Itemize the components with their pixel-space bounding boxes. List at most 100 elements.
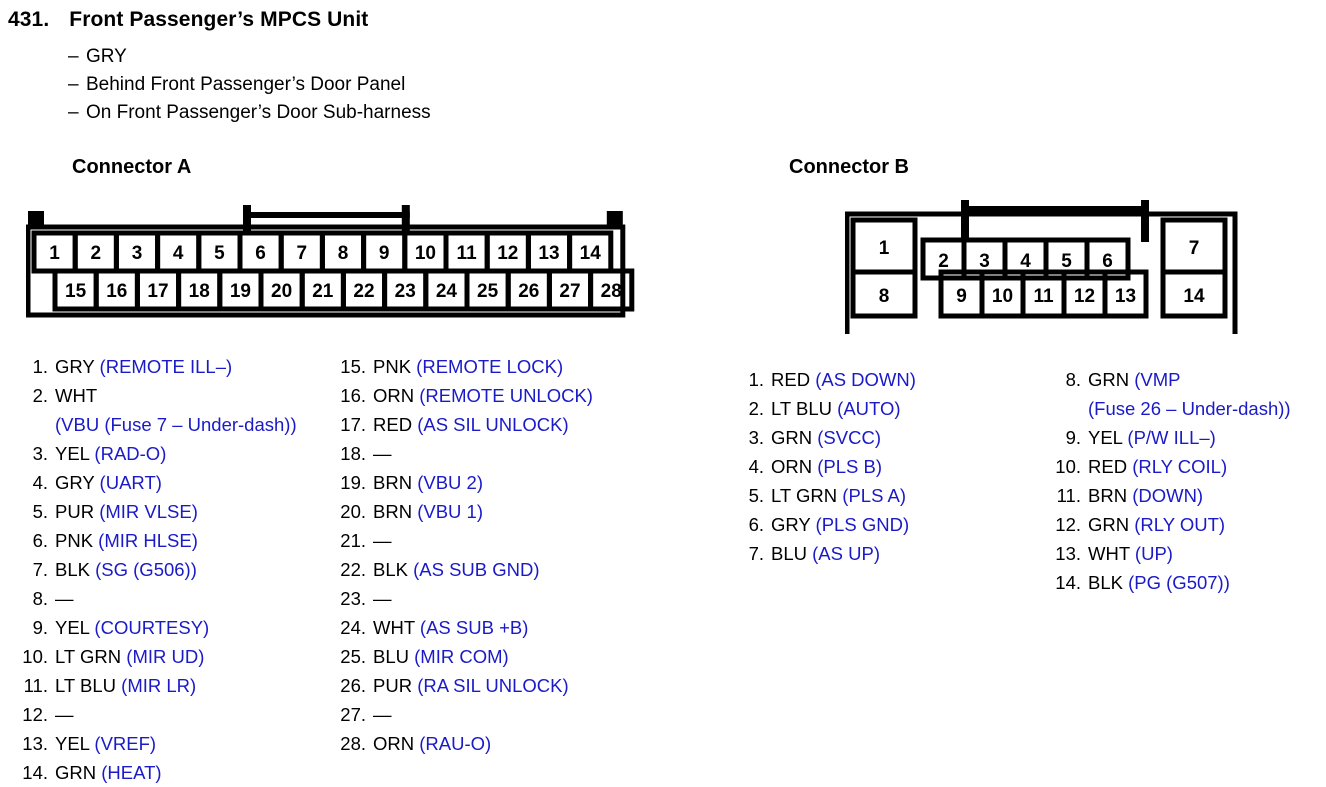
pin-number-label: 9 <box>379 243 390 264</box>
pin-number: 12. <box>1055 514 1081 535</box>
pin-row: 21.— <box>332 526 593 555</box>
pin-number: 6. <box>32 530 48 551</box>
pin-body: YEL (RAD-O) <box>55 439 166 468</box>
pin-body: YEL (VREF) <box>55 729 156 758</box>
pin-number: 27. <box>340 704 366 725</box>
pin-wire-color: ORN <box>373 733 415 754</box>
pin-number: 18. <box>340 443 366 464</box>
pin-wire-color: BLK <box>1088 572 1123 593</box>
pin-number: 24. <box>340 617 366 638</box>
pin-signal-name: (RA SIL UNLOCK) <box>412 675 569 696</box>
pin-number: 1. <box>32 356 48 377</box>
connector-latch-bar <box>606 211 623 229</box>
pin-number: 3. <box>32 443 48 464</box>
pin-body: GRY (PLS GND) <box>771 510 909 539</box>
pin-signal-name: (REMOTE LOCK) <box>411 356 564 377</box>
pin-body: BLU (MIR COM) <box>373 642 509 671</box>
pin-wire-color: PNK <box>55 530 94 551</box>
connector-latch-bar <box>243 212 410 218</box>
pin-number: 10. <box>1055 456 1081 477</box>
pin-signal-name: (RLY OUT) <box>1129 514 1226 535</box>
pin-body: RED (RLY COIL) <box>1088 452 1227 481</box>
pin-wire-color: PUR <box>55 501 95 522</box>
pin-row: 22.BLK (AS SUB GND) <box>332 555 593 584</box>
note-text: Behind Front Passenger’s Door Panel <box>86 74 406 95</box>
pin-row: 5.LT GRN (PLS A) <box>730 481 916 510</box>
pin-body: ORN (PLS B) <box>771 452 882 481</box>
connector-latch-bar <box>401 205 410 235</box>
pin-row: 17.RED (AS SIL UNLOCK) <box>332 410 593 439</box>
pin-number-label: 2 <box>91 243 102 264</box>
pin-body: BRN (VBU 1) <box>373 497 483 526</box>
pin-body: BLU (AS UP) <box>771 539 880 568</box>
pin-signal-continuation: (VBU (Fuse 7 – Under-dash)) <box>55 414 297 435</box>
pin-empty-marker: — <box>373 530 392 551</box>
pin-number-label: 2 <box>938 251 949 272</box>
pin-wire-color: GRN <box>1088 369 1130 390</box>
pin-signal-name: (REMOTE UNLOCK) <box>414 385 593 406</box>
pin-number: 5. <box>32 501 48 522</box>
pin-wire-color: BLK <box>373 559 408 580</box>
pin-wire-color: GRY <box>55 472 95 493</box>
pin-body: PUR (MIR VLSE) <box>55 497 198 526</box>
pin-number: 15. <box>340 356 366 377</box>
pin-row: 1.GRY (REMOTE ILL–) <box>14 352 297 381</box>
pin-number: 7. <box>32 559 48 580</box>
pin-signal-name: (MIR COM) <box>409 646 509 667</box>
pin-number-label: 22 <box>353 281 374 302</box>
pin-body: BRN (VBU 2) <box>373 468 483 497</box>
pin-wire-color: BRN <box>373 501 413 522</box>
pin-wire-color: LT GRN <box>771 485 838 506</box>
pin-signal-name: (PLS B) <box>812 456 883 477</box>
pin-empty-marker: — <box>373 443 392 464</box>
connector-b-heading: Connector B <box>789 156 909 178</box>
pin-wire-color: RED <box>373 414 413 435</box>
pin-signal-name: (HEAT) <box>96 762 162 783</box>
pin-number-label: 6 <box>1102 251 1113 272</box>
pin-number: 3. <box>748 427 764 448</box>
note-row: –GRY <box>68 43 431 71</box>
pin-row: 9.YEL (P/W ILL–) <box>1047 423 1291 452</box>
pin-signal-continuation: (Fuse 26 – Under-dash)) <box>1088 398 1291 419</box>
note-dash: – <box>68 102 79 123</box>
pin-wire-color: YEL <box>55 733 90 754</box>
pin-body: — <box>55 584 74 613</box>
pin-wire-color: YEL <box>55 443 90 464</box>
pin-row: 1.RED (AS DOWN) <box>730 365 916 394</box>
pin-body: PNK (MIR HLSE) <box>55 526 198 555</box>
pin-wire-color: ORN <box>771 456 813 477</box>
pin-body: WHT <box>55 381 97 410</box>
pin-number: 25. <box>340 646 366 667</box>
pin-row: 12.— <box>14 700 297 729</box>
pin-cell-outline <box>588 268 635 312</box>
pin-signal-name: (UART) <box>94 472 162 493</box>
pin-body: LT GRN (PLS A) <box>771 481 906 510</box>
connector-latch-bar <box>1141 200 1149 242</box>
pin-number: 14. <box>1055 572 1081 593</box>
pin-number: 11. <box>23 675 48 696</box>
pin-row-continuation: (Fuse 26 – Under-dash)) <box>1047 394 1291 423</box>
pin-number-label: 24 <box>436 281 458 302</box>
connector-latch-bar <box>961 206 1149 212</box>
pin-number: 19. <box>340 472 366 493</box>
pin-wire-color: GRN <box>1088 514 1130 535</box>
pin-row: 16.ORN (REMOTE UNLOCK) <box>332 381 593 410</box>
connector-latch-bar <box>961 200 969 242</box>
pin-number: 2. <box>32 385 48 406</box>
pin-signal-name: (RAU-O) <box>414 733 492 754</box>
pin-row: 11.LT BLU (MIR LR) <box>14 671 297 700</box>
item-number: 431. <box>8 8 50 31</box>
pin-wire-color: BRN <box>373 472 413 493</box>
pin-signal-name: (SG (G506)) <box>89 559 197 580</box>
pin-empty-marker: — <box>373 704 392 725</box>
pin-signal-name: (REMOTE ILL–) <box>94 356 233 377</box>
pin-signal-name: (SVCC) <box>812 427 881 448</box>
pin-wire-color: GRY <box>771 514 811 535</box>
pin-signal-name: (COURTESY) <box>89 617 210 638</box>
unit-notes: –GRY –Behind Front Passenger’s Door Pane… <box>68 43 431 127</box>
pin-number: 4. <box>748 456 764 477</box>
pin-number: 9. <box>1065 427 1081 448</box>
pin-row: 14.BLK (PG (G507)) <box>1047 568 1291 597</box>
